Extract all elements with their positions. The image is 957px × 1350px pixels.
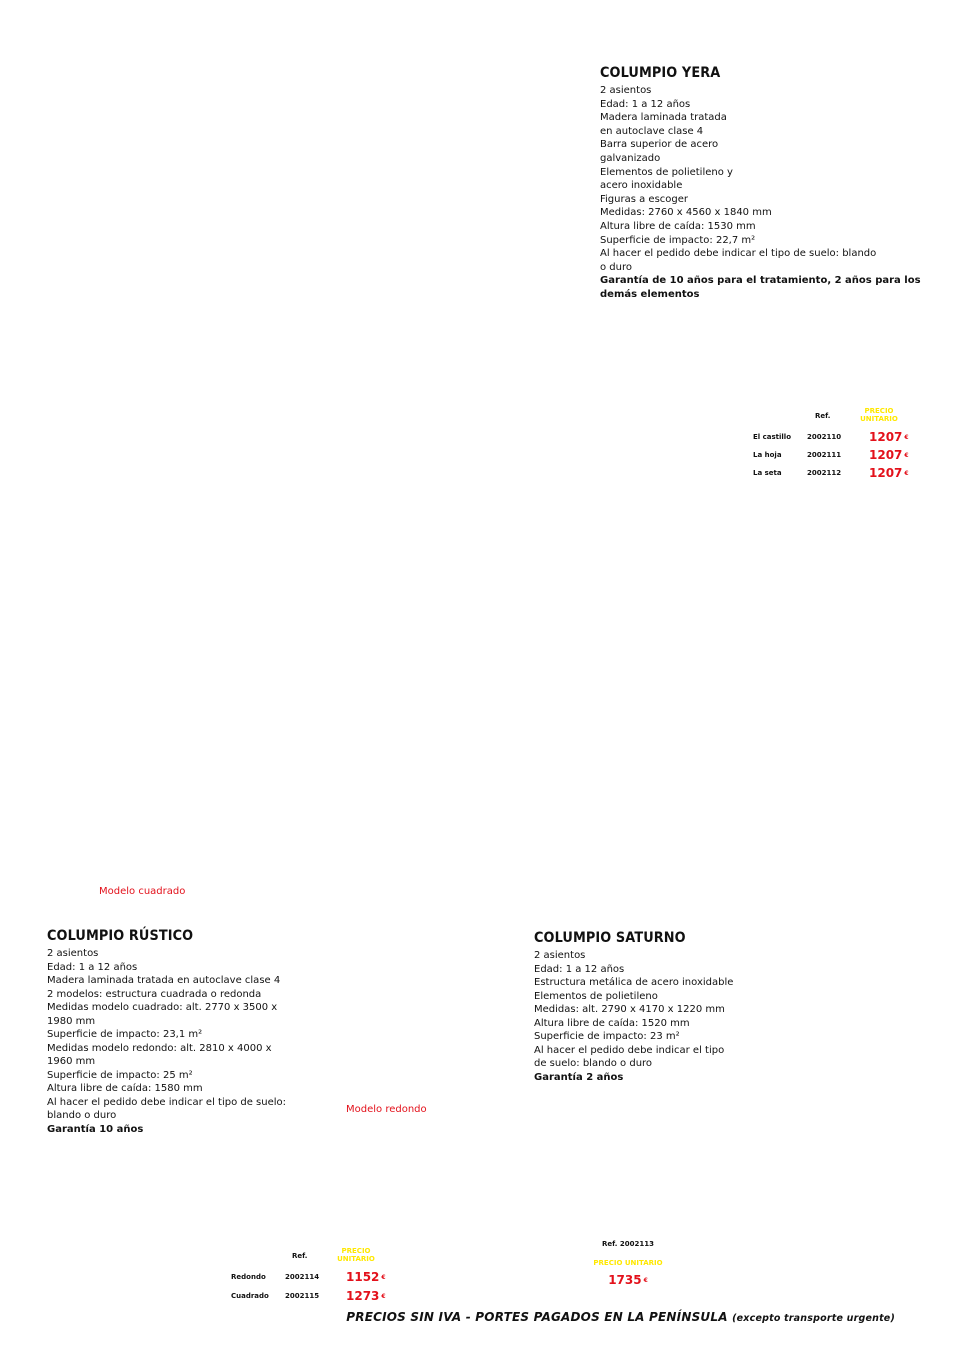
yera-line: en autoclave clase 4	[600, 125, 704, 137]
yera-line: acero inoxidable	[600, 180, 683, 192]
footer-main: PRECIOS SIN IVA - PORTES PAGADOS EN LA P…	[346, 1310, 728, 1324]
yera-ref-header: Ref.	[815, 412, 831, 420]
row-name: El castillo	[753, 433, 792, 441]
rustico-unit-price-header: PRECIO UNITARIO	[337, 1247, 375, 1263]
caption-modelo-cuadrado: Modelo cuadrado	[99, 886, 186, 897]
row-name: La hoja	[753, 451, 782, 459]
yera-price-row: La seta 2002112 1207€	[753, 466, 909, 482]
yera-warranty: demás elementos	[600, 288, 700, 300]
rustico-warranty: Garantía 10 años	[47, 1123, 144, 1135]
saturno-line: Edad: 1 a 12 años	[534, 963, 625, 975]
rustico-line: Medidas modelo cuadrado: alt. 2770 x 350…	[47, 1002, 278, 1013]
yera-description: 2 asientos Edad: 1 a 12 años Madera lami…	[600, 84, 921, 302]
yera-line: Edad: 1 a 12 años	[600, 98, 691, 110]
rustico-title: COLUMPIO RÚSTICO	[47, 928, 194, 944]
row-ref: 2002114	[285, 1273, 320, 1281]
saturno-warranty: Garantía 2 años	[534, 1071, 624, 1083]
saturno-line: 2 asientos	[534, 950, 586, 961]
row-ref: 2002115	[285, 1292, 320, 1300]
saturno-line: de suelo: blando o duro	[534, 1058, 653, 1069]
yera-line: Figuras a escoger	[600, 193, 689, 205]
yera-line: o duro	[600, 261, 632, 273]
rustico-line: blando o duro	[47, 1110, 117, 1121]
yera-line: Madera laminada tratada	[600, 112, 727, 124]
yera-unit-price-header: PRECIO UNITARIO	[860, 407, 898, 423]
caption-modelo-redondo: Modelo redondo	[346, 1104, 427, 1115]
yera-line: Barra superior de acero	[600, 139, 719, 151]
yera-warranty: Garantía de 10 años para el tratamiento,…	[600, 275, 921, 287]
row-price: 1207€	[869, 466, 909, 480]
yera-line: galvanizado	[600, 152, 661, 164]
rustico-line: 2 modelos: estructura cuadrada o redonda	[47, 988, 262, 1000]
rustico-line: Superficie de impacto: 25 m²	[47, 1069, 193, 1081]
saturno-ref: Ref. 2002113	[602, 1240, 654, 1248]
saturno-price: 1735€	[608, 1273, 648, 1287]
yera-line: Al hacer el pedido debe indicar el tipo …	[600, 248, 877, 260]
yera-price-row: La hoja 2002111 1207€	[753, 448, 909, 464]
saturno-section: COLUMPIO SATURNO 2 asientos Edad: 1 a 12…	[534, 930, 733, 1084]
row-ref: 2002110	[807, 433, 842, 441]
saturno-line: Superficie de impacto: 23 m²	[534, 1031, 680, 1042]
rustico-line: Superficie de impacto: 23,1 m²	[47, 1029, 203, 1040]
yera-line: Superficie de impacto: 22,7 m²	[600, 234, 756, 246]
yera-price-row: El castillo 2002110 1207€	[753, 430, 909, 446]
rustico-section: COLUMPIO RÚSTICO 2 asientos Edad: 1 a 12…	[47, 928, 286, 1136]
row-name: Cuadrado	[231, 1292, 269, 1300]
row-price: 1273€	[346, 1289, 386, 1303]
rustico-line: Madera laminada tratada en autoclave cla…	[47, 975, 281, 986]
saturno-line: Al hacer el pedido debe indicar el tipo	[534, 1044, 725, 1056]
footer-exception: (excepto transporte urgente)	[732, 1313, 895, 1324]
yera-title: COLUMPIO YERA	[600, 65, 721, 81]
rustico-line: 1980 mm	[47, 1015, 96, 1027]
yera-line: Elementos de polietileno y	[600, 166, 733, 178]
rustico-line: Altura libre de caída: 1580 mm	[47, 1083, 203, 1094]
saturno-line: Medidas: alt. 2790 x 4170 x 1220 mm	[534, 1004, 725, 1015]
row-name: Redondo	[231, 1273, 266, 1281]
yera-line: Medidas: 2760 x 4560 x 1840 mm	[600, 207, 772, 219]
rustico-line: Al hacer el pedido debe indicar el tipo …	[47, 1096, 287, 1108]
row-name: La seta	[753, 469, 782, 477]
saturno-line: Altura libre de caída: 1520 mm	[534, 1017, 690, 1029]
yera-line: Altura libre de caída: 1530 mm	[600, 220, 756, 232]
row-price: 1152€	[346, 1270, 386, 1284]
rustico-line: 2 asientos	[47, 948, 99, 959]
saturno-unit-price-label: PRECIO UNITARIO	[593, 1259, 663, 1267]
rustico-ref-header: Ref.	[292, 1252, 308, 1260]
yera-section: COLUMPIO YERA 2 asientos Edad: 1 a 12 añ…	[600, 65, 921, 302]
rustico-line: Medidas modelo redondo: alt. 2810 x 4000…	[47, 1042, 272, 1054]
rustico-line: 1960 mm	[47, 1056, 96, 1067]
row-ref: 2002112	[807, 469, 842, 477]
saturno-title: COLUMPIO SATURNO	[534, 930, 686, 946]
row-price: 1207€	[869, 430, 909, 444]
row-price: 1207€	[869, 448, 909, 462]
footer-note: PRECIOS SIN IVA - PORTES PAGADOS EN LA P…	[346, 1310, 895, 1324]
rustico-line: Edad: 1 a 12 años	[47, 961, 138, 973]
yera-line: 2 asientos	[600, 85, 652, 96]
row-ref: 2002111	[807, 451, 842, 459]
rustico-price-row: Cuadrado 2002115 1273€	[231, 1289, 391, 1305]
rustico-price-row: Redondo 2002114 1152€	[231, 1270, 391, 1286]
rustico-description: 2 asientos Edad: 1 a 12 años Madera lami…	[47, 947, 286, 1136]
saturno-line: Elementos de polietileno	[534, 990, 658, 1002]
saturno-line: Estructura metálica de acero inoxidable	[534, 977, 734, 988]
saturno-description: 2 asientos Edad: 1 a 12 años Estructura …	[534, 949, 733, 1084]
